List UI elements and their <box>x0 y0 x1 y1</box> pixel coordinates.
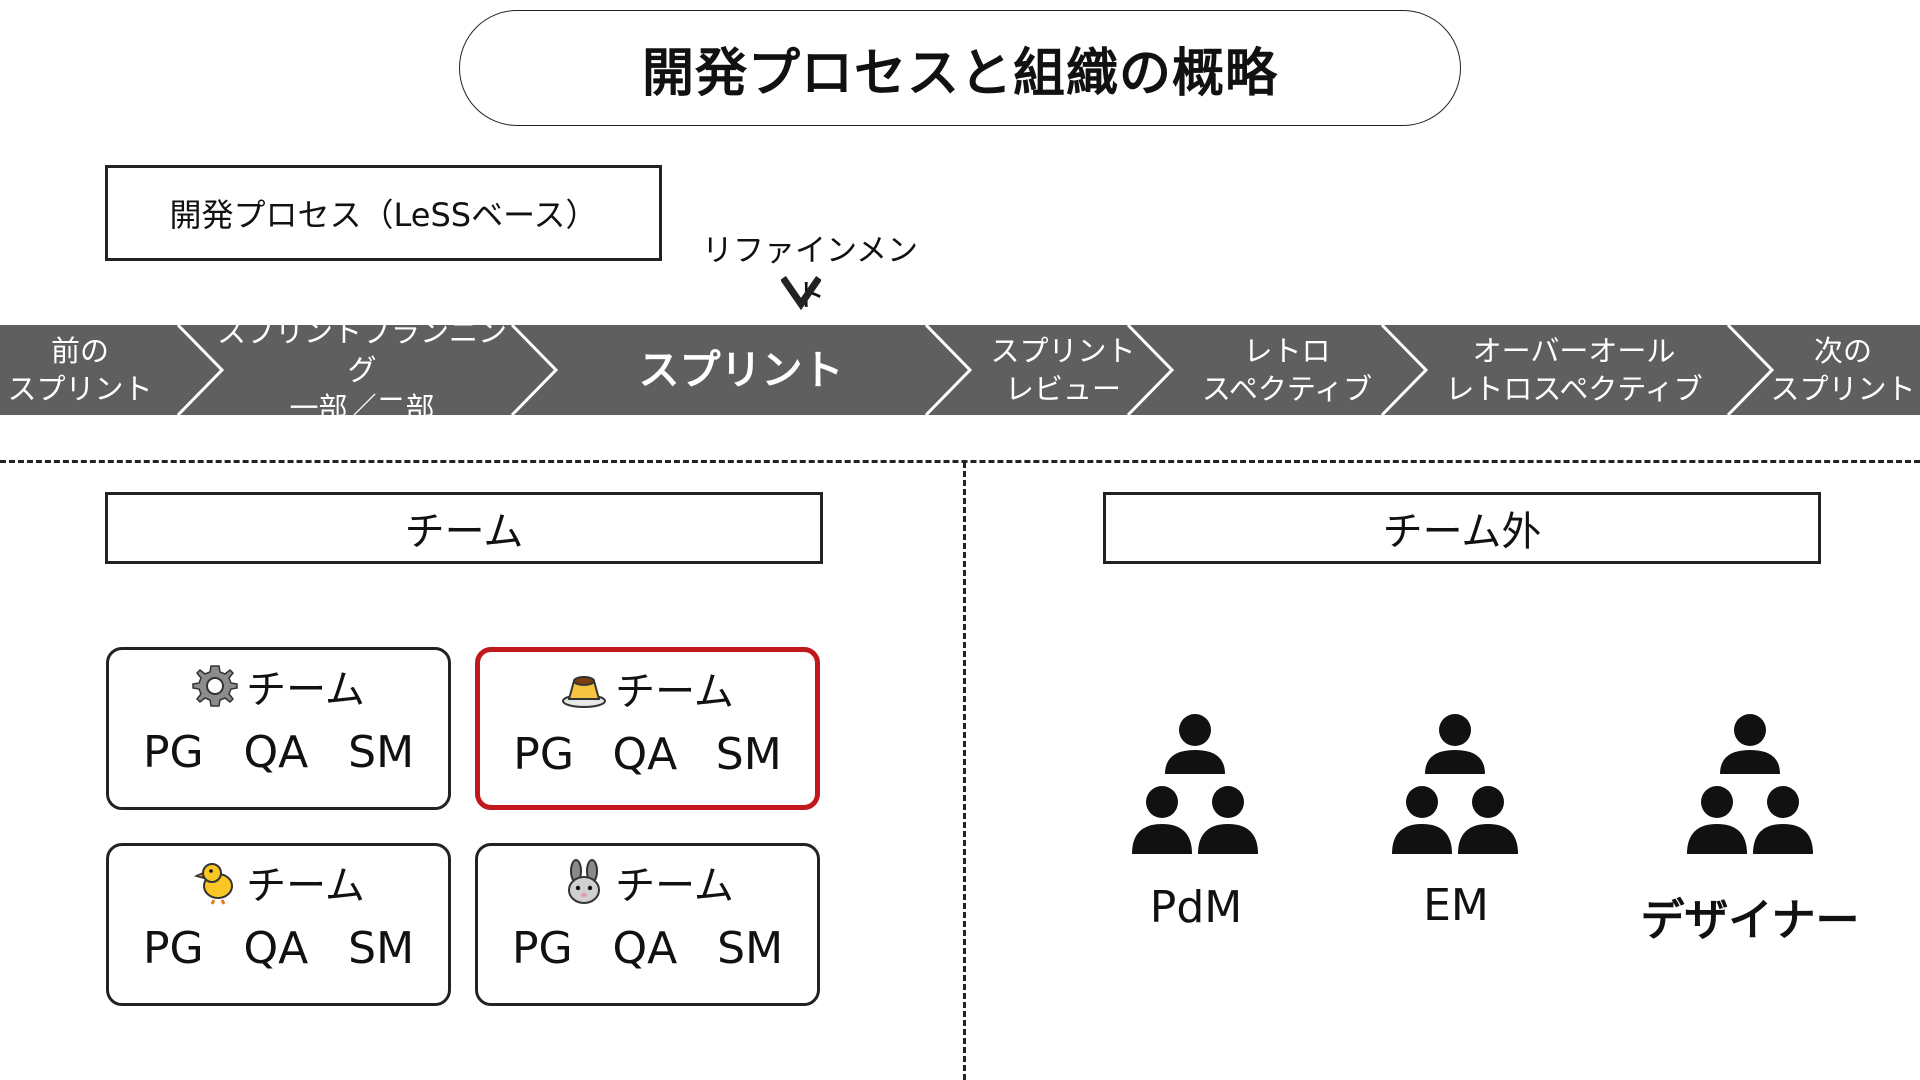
chick-icon <box>193 863 234 905</box>
process-bar <box>0 325 1920 415</box>
people-group-icon <box>1392 714 1518 854</box>
team-name: チーム <box>246 667 365 713</box>
role-pg: PG <box>142 922 204 974</box>
step-separator-6 <box>1726 325 1775 415</box>
role-label-em: EM <box>1423 880 1489 931</box>
people-group-icon <box>1687 714 1813 854</box>
role-sm: SM <box>348 726 415 778</box>
horizontal-divider <box>0 460 1920 463</box>
rabbit-icon <box>568 859 601 904</box>
team-card-gear: チーム PG QA SM <box>106 647 451 810</box>
people-group-icon <box>1132 714 1258 854</box>
process-label-box: 開発プロセス（LeSSベース） <box>105 165 662 261</box>
role-qa: QA <box>612 922 678 974</box>
team-section-header: チーム <box>105 492 823 564</box>
role-sm: SM <box>715 728 782 780</box>
role-sm: SM <box>717 922 784 974</box>
team-name: チーム <box>615 863 734 909</box>
role-qa: QA <box>243 726 309 778</box>
role-label-pdm: PdM <box>1149 882 1243 933</box>
pudding-icon <box>562 676 607 708</box>
role-sm: SM <box>348 922 415 974</box>
vertical-divider <box>963 462 966 1080</box>
step-next-sprint: 次の スプリント <box>1770 334 1916 406</box>
role-qa: QA <box>243 922 309 974</box>
process-bar-background <box>0 325 1920 415</box>
role-pg: PG <box>511 922 573 974</box>
gear-icon <box>192 665 238 707</box>
step-sprint-review: スプリント レビュー <box>990 334 1136 406</box>
step-separator-3 <box>924 325 973 415</box>
chevron-down-icon <box>781 276 821 311</box>
step-separator-1 <box>176 325 225 415</box>
step-sprint: スプリント <box>638 346 844 394</box>
team-card-chick: チーム PG QA SM <box>106 843 451 1006</box>
step-separator-4 <box>1126 325 1175 415</box>
team-name: チーム <box>246 863 365 909</box>
step-sprint-planning: スプリントプランニング 一部／二部 <box>216 315 507 425</box>
step-retrospective: レトロ スペクティブ <box>1201 334 1373 406</box>
role-label-designer: デザイナー <box>1640 895 1860 946</box>
team-card-pudding: チーム PG QA SM <box>475 647 820 810</box>
step-separator-5 <box>1380 325 1429 415</box>
page-title: 開発プロセスと組織の概略 <box>459 10 1461 126</box>
role-pg: PG <box>513 728 574 780</box>
step-overall-retrospective: オーバーオール レトロスペクティブ <box>1445 334 1703 406</box>
step-separator-2 <box>510 325 559 415</box>
outside-team-section-header: チーム外 <box>1103 492 1821 564</box>
team-name: チーム <box>615 669 734 715</box>
step-previous-sprint: 前の スプリント <box>7 334 153 406</box>
team-card-rabbit: チーム PG QA SM <box>475 843 820 1006</box>
role-pg: PG <box>142 726 204 778</box>
role-qa: QA <box>612 728 678 780</box>
